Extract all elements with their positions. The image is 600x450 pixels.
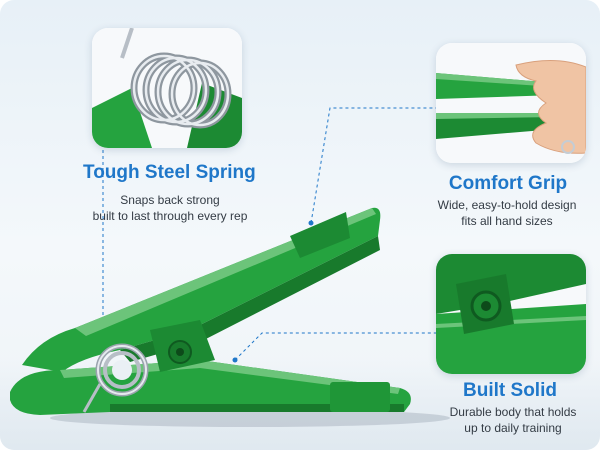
spring-feature-title: Tough Steel Spring — [83, 162, 256, 183]
spring-desc-line-2: built to last through every rep — [92, 209, 248, 223]
grip-feature-description: Wide, easy-to-hold design fits all hand … — [422, 197, 592, 229]
grip-closeup-drawing — [436, 43, 586, 163]
pivot-bracket — [150, 320, 215, 372]
spring-closeup-image — [92, 28, 242, 148]
callout-line-solid — [234, 332, 436, 361]
solid-feature-description: Durable body that holds up to daily trai… — [438, 404, 588, 436]
grip-feature-title: Comfort Grip — [448, 173, 568, 194]
clamp-shadow — [50, 409, 450, 427]
spring-desc-line-1: Snaps back strong — [120, 193, 220, 207]
steel-spring — [82, 343, 149, 413]
solid-desc-line-2: up to daily training — [464, 421, 562, 435]
spring-feature-description: Snaps back strong built to last through … — [75, 192, 265, 224]
upper-handle — [22, 207, 381, 372]
body-closeup-image — [436, 254, 586, 374]
solid-feature-title: Built Solid — [463, 380, 557, 401]
grip-closeup-image — [436, 43, 586, 163]
solid-desc-line-1: Durable body that holds — [449, 405, 577, 419]
grip-desc-line-1: Wide, easy-to-hold design — [437, 198, 577, 212]
callout-line-grip — [310, 107, 436, 224]
spring-closeup-drawing — [92, 28, 242, 148]
body-closeup-drawing — [436, 254, 586, 374]
grip-desc-line-2: fits all hand sizes — [461, 214, 553, 228]
lower-handle — [10, 360, 411, 415]
